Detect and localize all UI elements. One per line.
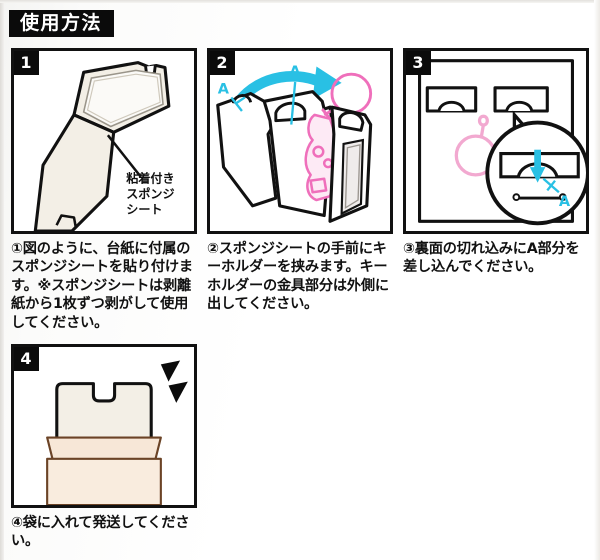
keychain-charm: [304, 113, 338, 202]
panel-number-1: 1: [14, 51, 39, 75]
marker-a-magnified: A: [542, 177, 571, 210]
page-edge-left: [0, 0, 4, 560]
panel-1-caption: ①図のように、台紙に付属のスポンジシートを貼り付けます。※スポンジシートは剥離紙…: [11, 241, 193, 331]
panel-number-3: 3: [406, 51, 431, 75]
marker-a-right: A: [289, 64, 301, 125]
insert-arrow-cyan: [529, 149, 546, 183]
sponge-label-line-1: 粘着付き: [126, 171, 174, 186]
instruction-panel-2: A A 2: [207, 48, 393, 234]
panel-4-caption: ④袋に入れて発送してください。: [11, 515, 190, 550]
sponge-label-line-3: シート: [126, 203, 162, 217]
panel-2-caption: ②スポンジシートの手前にキーホルダーを挟みます。キーホルダーの金具部分は外側に出…: [207, 241, 389, 313]
panel-3-illustration: A: [418, 59, 586, 226]
page-title: 使用方法: [9, 10, 115, 37]
insert-direction-arrows: [160, 360, 188, 403]
panel-4-illustration: [46, 360, 188, 505]
instruction-panel-1: 粘着付き スポンジ シート 1: [11, 48, 197, 234]
panel-1-illustration: 粘着付き スポンジ シート: [33, 61, 175, 231]
panel-2-illustration: A A: [216, 64, 373, 223]
instruction-panel-3: A 3: [403, 48, 589, 234]
page-edge-right: [594, 0, 600, 560]
panel-number-4: 4: [14, 347, 39, 371]
panel-3-caption: ③裏面の切れ込みにA部分を差し込んでください。: [403, 241, 580, 276]
page-edge-top: [0, 0, 600, 3]
svg-text:A: A: [218, 82, 230, 98]
svg-text:A: A: [289, 64, 301, 80]
magnifier-callout: A: [485, 110, 586, 226]
panel-number-2: 2: [210, 51, 235, 75]
sponge-label-line-2: スポンジ: [126, 186, 174, 201]
marker-a-left: A: [218, 82, 246, 112]
instruction-panel-4: 4: [11, 344, 197, 508]
svg-text:A: A: [559, 194, 571, 210]
